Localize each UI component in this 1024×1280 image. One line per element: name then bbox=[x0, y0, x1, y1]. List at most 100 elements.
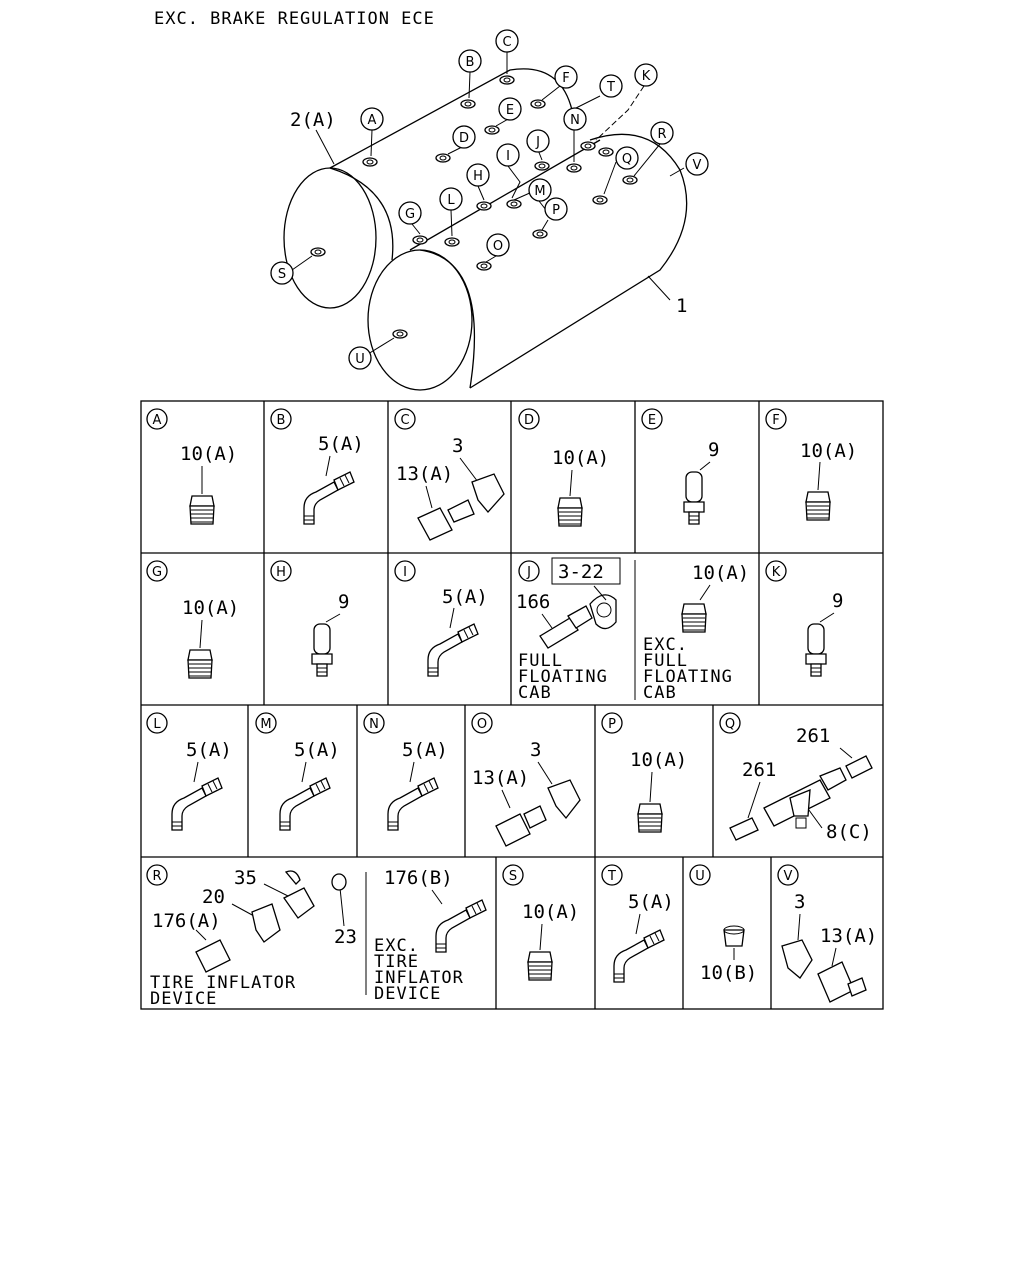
svg-text:5(A): 5(A) bbox=[628, 891, 674, 913]
callout-tank-2: 2(A) bbox=[290, 109, 336, 131]
svg-text:E: E bbox=[648, 413, 656, 428]
svg-text:K: K bbox=[642, 69, 651, 84]
svg-text:35: 35 bbox=[234, 867, 257, 889]
svg-text:9: 9 bbox=[832, 590, 843, 612]
svg-text:F: F bbox=[562, 71, 569, 86]
cell-U: U 10(B) bbox=[689, 864, 757, 984]
svg-text:H: H bbox=[276, 565, 286, 580]
callout-M: M bbox=[528, 178, 552, 202]
svg-text:I: I bbox=[506, 149, 510, 164]
svg-text:O: O bbox=[493, 239, 503, 254]
svg-text:FULL: FULL bbox=[643, 651, 688, 671]
callout-U: U bbox=[348, 346, 372, 370]
svg-text:L: L bbox=[447, 193, 455, 208]
cell-V: V 3 13(A) bbox=[777, 864, 877, 1003]
cell-M: M 5(A) bbox=[255, 712, 340, 831]
cell-P: P 10(A) bbox=[601, 712, 687, 833]
svg-text:E: E bbox=[506, 103, 514, 118]
svg-text:261: 261 bbox=[796, 725, 830, 747]
svg-text:S: S bbox=[278, 267, 286, 282]
cell-G: G 10(A) bbox=[146, 560, 239, 679]
svg-text:10(A): 10(A) bbox=[552, 447, 609, 469]
svg-text:10(A): 10(A) bbox=[800, 440, 857, 462]
svg-text:S: S bbox=[509, 869, 517, 884]
svg-text:M: M bbox=[534, 184, 545, 199]
svg-text:EXC.: EXC. bbox=[643, 635, 688, 655]
svg-text:J: J bbox=[535, 135, 540, 150]
callout-L: L bbox=[439, 187, 463, 211]
cell-T: T 5(A) bbox=[601, 864, 674, 983]
callout-C: C bbox=[495, 29, 519, 53]
svg-text:13(A): 13(A) bbox=[472, 767, 529, 789]
svg-text:10(A): 10(A) bbox=[522, 901, 579, 923]
callout-G: G bbox=[398, 201, 422, 225]
svg-text:U: U bbox=[355, 352, 365, 367]
svg-text:R: R bbox=[152, 869, 161, 884]
svg-text:D: D bbox=[524, 413, 534, 428]
svg-text:N: N bbox=[369, 717, 379, 732]
svg-text:5(A): 5(A) bbox=[442, 586, 488, 608]
ref-box: 3-22 bbox=[558, 561, 604, 583]
svg-text:G: G bbox=[152, 565, 162, 580]
svg-text:FLOATING: FLOATING bbox=[518, 667, 608, 687]
cell-F: F 10(A) bbox=[765, 408, 857, 521]
callout-S: S bbox=[270, 261, 294, 285]
page-title: EXC. BRAKE REGULATION ECE bbox=[154, 9, 435, 29]
callout-I: I bbox=[496, 143, 520, 167]
svg-text:F: F bbox=[772, 413, 779, 428]
tank-rear bbox=[283, 68, 573, 309]
cell-A: A 10(A) bbox=[146, 408, 237, 525]
svg-text:EXC.: EXC. bbox=[374, 936, 419, 956]
svg-text:P: P bbox=[608, 717, 616, 732]
svg-text:C: C bbox=[502, 35, 511, 50]
svg-text:H: H bbox=[473, 169, 483, 184]
cell-B: B 5(A) bbox=[270, 408, 364, 525]
parts-grid bbox=[140, 400, 884, 1010]
callout-J: J bbox=[526, 129, 550, 153]
svg-text:J: J bbox=[526, 565, 531, 580]
svg-text:FLOATING: FLOATING bbox=[643, 667, 733, 687]
svg-text:B: B bbox=[466, 55, 475, 70]
svg-text:G: G bbox=[405, 207, 415, 222]
svg-text:P: P bbox=[552, 203, 560, 218]
svg-text:V: V bbox=[784, 869, 793, 884]
callout-N: N bbox=[563, 107, 587, 131]
cell-Q: Q 261 261 8(C) bbox=[719, 712, 873, 843]
cell-E: E 9 bbox=[641, 408, 719, 525]
cell-S: S 10(A) bbox=[502, 864, 579, 981]
svg-text:5(A): 5(A) bbox=[186, 739, 232, 761]
cell-J: J 3-22 166 FULL FLOATING CAB 10(A) EXC. … bbox=[516, 557, 749, 703]
callout-A: A bbox=[360, 107, 384, 131]
svg-text:C: C bbox=[400, 413, 409, 428]
callout-K: K bbox=[634, 63, 658, 87]
cell-I: I 5(A) bbox=[394, 560, 488, 677]
svg-text:3: 3 bbox=[452, 435, 463, 457]
callout-T: T bbox=[599, 74, 623, 98]
svg-text:261: 261 bbox=[742, 759, 776, 781]
svg-text:176(A): 176(A) bbox=[152, 910, 221, 932]
cell-R: R 35 20 176(A) 23 TIRE INFLATOR DEVICE 1… bbox=[146, 864, 487, 1009]
callout-E: E bbox=[498, 97, 522, 121]
cell-N: N 5(A) bbox=[363, 712, 448, 831]
svg-text:3: 3 bbox=[530, 739, 541, 761]
tank-front bbox=[367, 133, 688, 391]
callout-Q: Q bbox=[615, 146, 639, 170]
svg-text:166: 166 bbox=[516, 591, 550, 613]
svg-text:10(A): 10(A) bbox=[630, 749, 687, 771]
svg-text:Q: Q bbox=[622, 152, 632, 167]
svg-text:5(A): 5(A) bbox=[402, 739, 448, 761]
svg-text:9: 9 bbox=[338, 591, 349, 613]
svg-text:FULL: FULL bbox=[518, 651, 563, 671]
svg-text:DEVICE: DEVICE bbox=[150, 989, 217, 1009]
svg-text:B: B bbox=[277, 413, 286, 428]
svg-text:20: 20 bbox=[202, 886, 225, 908]
svg-text:5(A): 5(A) bbox=[294, 739, 340, 761]
cell-C: C 13(A) 3 bbox=[394, 408, 505, 541]
svg-text:A: A bbox=[368, 113, 377, 128]
svg-text:CAB: CAB bbox=[518, 683, 552, 703]
svg-text:T: T bbox=[606, 80, 615, 95]
svg-text:9: 9 bbox=[708, 439, 719, 461]
callout-P: P bbox=[544, 197, 568, 221]
svg-text:I: I bbox=[403, 565, 407, 580]
